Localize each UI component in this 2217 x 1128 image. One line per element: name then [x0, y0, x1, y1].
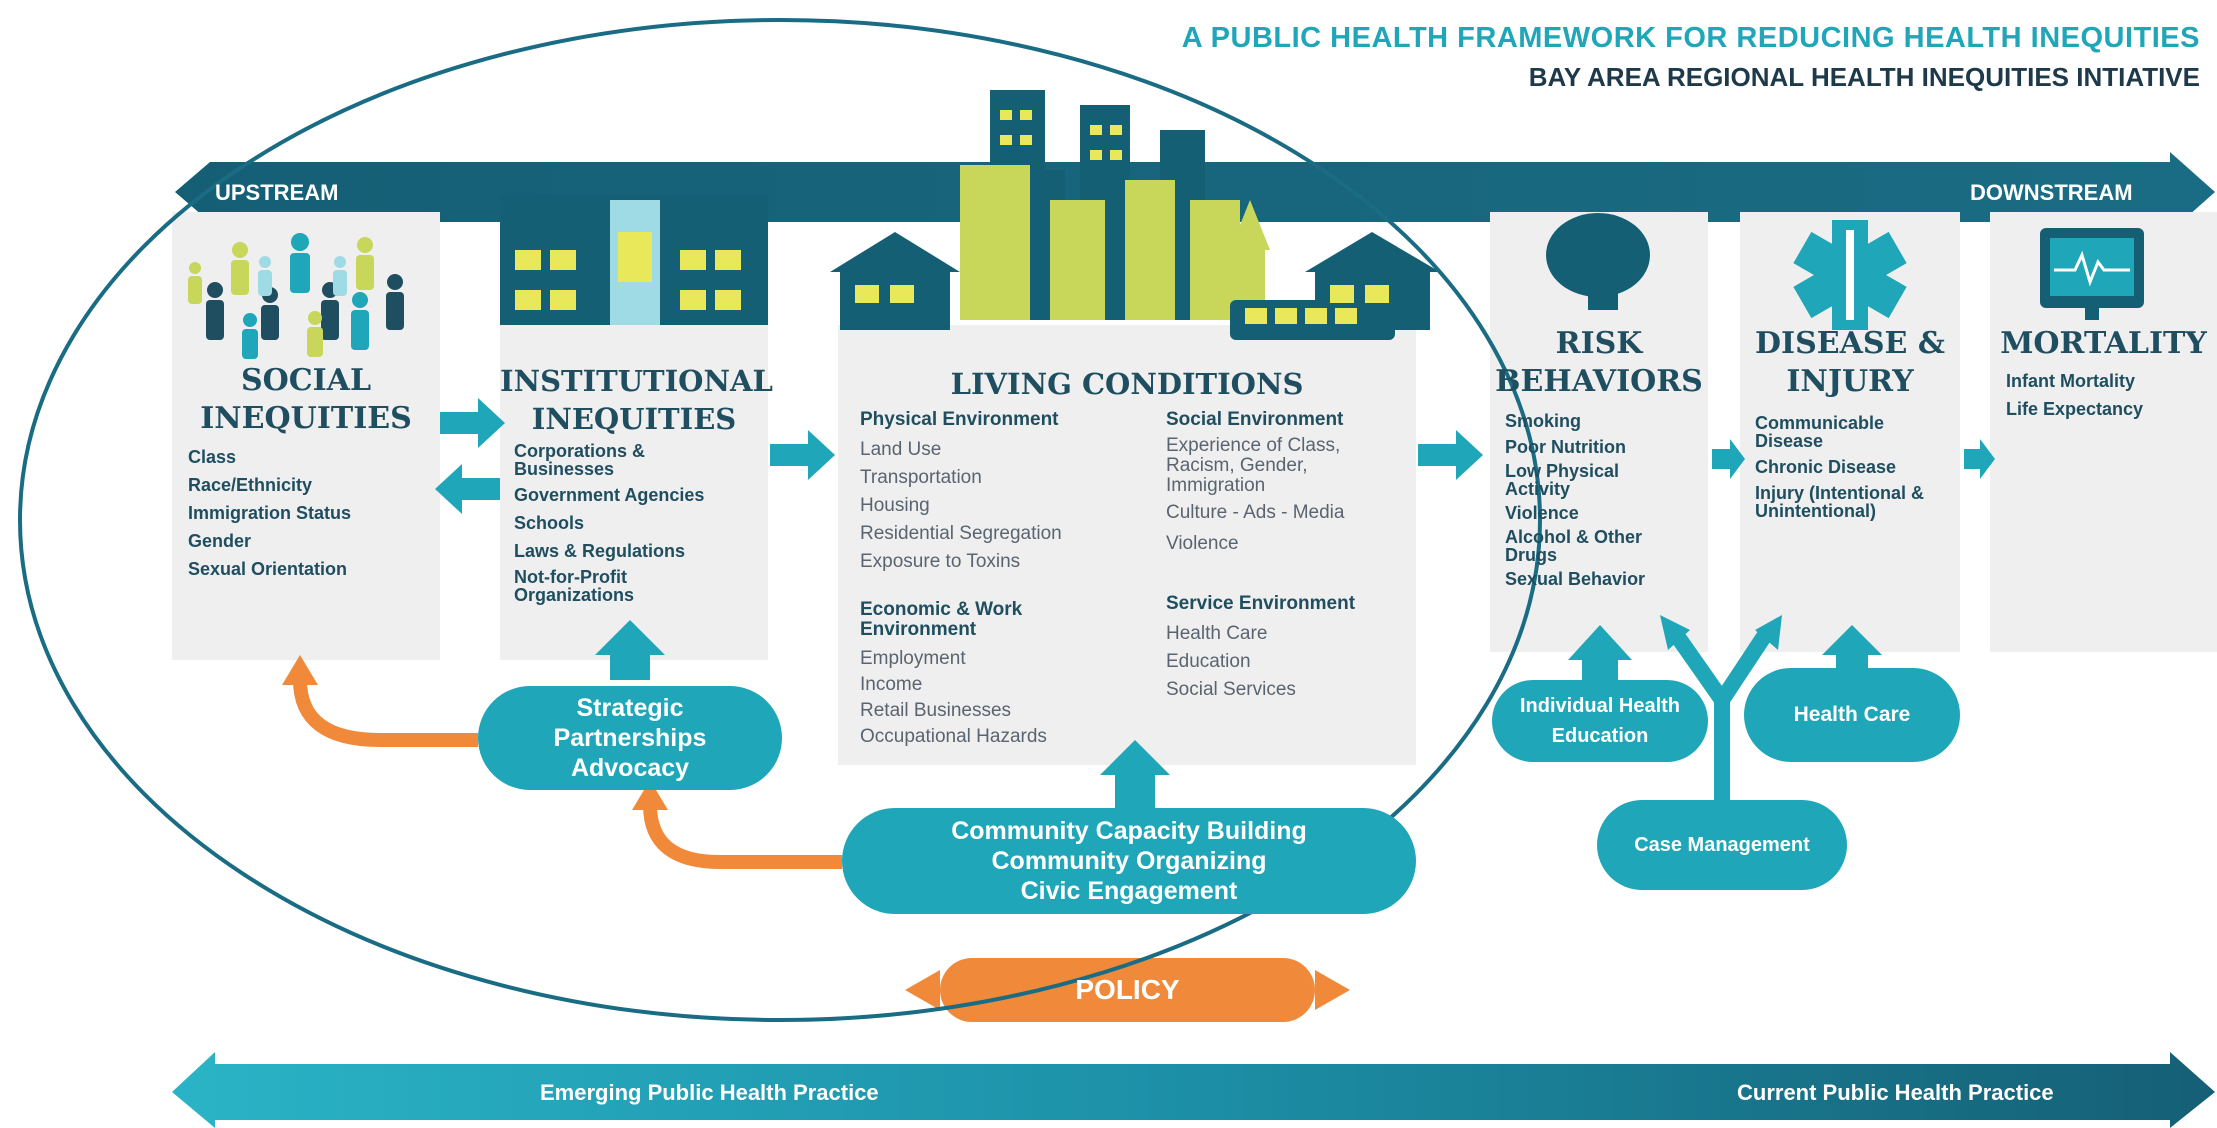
arrow-living-to-risk [1418, 430, 1483, 480]
living-conditions-title: LIVING CONDITIONS [950, 367, 1304, 401]
list-item: Communicable Disease [1755, 413, 1885, 451]
list-item: Health Care [1166, 623, 1268, 644]
economic-environment-section: Economic & Work Environment Employment I… [860, 600, 1100, 750]
list-item: Infant Mortality [2006, 371, 2135, 391]
individual-health-education-pill: Individual Health Education [1492, 680, 1708, 762]
brain-icon [1546, 213, 1650, 310]
list-item: Class [188, 447, 237, 467]
downstream-label: DOWNSTREAM [1970, 180, 2133, 205]
list-item: Income [860, 674, 923, 695]
social-inequities-title: SOCIAL INEQUITIES [200, 363, 412, 436]
arrow-institutional-to-social [435, 464, 500, 514]
mortality-title: MORTALITY [2000, 326, 2207, 361]
list-item: Immigration Status [188, 503, 352, 523]
list-item: Education [1166, 651, 1251, 672]
arrow-community-up [1100, 740, 1170, 810]
list-item: Occupational Hazards [860, 726, 1047, 747]
people-icon [188, 233, 404, 359]
orange-arrow-strategic-to-social [293, 679, 478, 747]
case-management-pill: Case Management [1597, 800, 1847, 890]
living-conditions-card [838, 325, 1416, 765]
list-item: Culture - Ads - Media [1166, 502, 1345, 523]
current-practice-label: Current Public Health Practice [1737, 1080, 2054, 1105]
list-item: Housing [860, 495, 930, 516]
disease-injury-list: Communicable Disease Chronic Disease Inj… [1755, 414, 1955, 526]
list-item: Corporations & Businesses [514, 441, 646, 479]
arrow-institutional-to-living [770, 430, 835, 480]
list-item: Employment [860, 648, 966, 669]
list-item: Experience of Class, Racism, Gender, Imm… [1166, 435, 1341, 496]
framework-title: A PUBLIC HEALTH FRAMEWORK FOR REDUCING H… [1181, 22, 2200, 54]
list-item: Schools [514, 513, 585, 533]
health-care-pill: Health Care [1744, 668, 1960, 762]
heart-monitor-icon [2040, 228, 2144, 320]
physical-environment-section: Physical Environment Land Use Transporta… [860, 410, 1140, 576]
community-capacity-building-pill: Community Capacity Building Community Or… [842, 808, 1416, 914]
social-environment-section: Social Environment Experience of Class, … [1166, 410, 1396, 558]
emerging-practice-label: Emerging Public Health Practice [540, 1080, 879, 1105]
list-item: Alcohol & Other Drugs [1505, 527, 1643, 565]
service-environment-section: Service Environment Health Care Educatio… [1166, 594, 1396, 704]
arrow-social-to-institutional [440, 398, 505, 448]
list-item: Race/Ethnicity [188, 475, 313, 495]
framework-subtitle: BAY AREA REGIONAL HEALTH INEQUITIES INTI… [1528, 62, 2200, 92]
arrow-education-up [1568, 625, 1632, 680]
list-item: Low Physical Activity [1505, 461, 1620, 499]
institutional-inequities-title: INSTITUTIONAL INEQUITIES [500, 364, 773, 436]
list-item: Exposure to Toxins [860, 551, 1021, 572]
list-item: Smoking [1505, 411, 1582, 431]
city-skyline-icon [830, 90, 1440, 340]
upstream-focus-ellipse [18, 18, 1542, 1022]
policy-arrow [905, 958, 1350, 1022]
list-item: Not-for-Profit Organizations [514, 567, 635, 605]
list-item: Poor Nutrition [1505, 437, 1626, 457]
arrow-disease-to-mortality [1964, 439, 1995, 479]
list-item: Sexual Behavior [1505, 569, 1646, 589]
list-item: Sexual Orientation [188, 559, 348, 579]
arrow-healthcare-up [1822, 625, 1882, 668]
building-icon [500, 195, 768, 325]
disease-injury-title: DISEASE & INJURY [1755, 326, 1945, 399]
list-item: Injury (Intentional & Unintentional) [1755, 483, 1924, 521]
policy-label: POLICY [1075, 974, 1180, 1005]
strategic-partnerships-advocacy-pill: Strategic Partnerships Advocacy [478, 686, 782, 790]
practice-spectrum-arrow [172, 1052, 2215, 1128]
list-item: Land Use [860, 439, 942, 460]
list-item: Laws & Regulations [514, 541, 686, 561]
mortality-list: Infant Mortality Life Expectancy [2006, 370, 2206, 426]
case-management-branch [1672, 627, 1773, 808]
list-item: Social Services [1166, 679, 1296, 700]
risk-behaviors-list: Smoking Poor Nutrition Low Physical Acti… [1505, 410, 1705, 596]
list-item: Retail Businesses [860, 700, 1012, 721]
list-item: Government Agencies [514, 485, 705, 505]
arrow-risk-to-disease [1712, 439, 1745, 479]
upstream-label: UPSTREAM [215, 180, 339, 205]
medical-star-icon [1793, 220, 1907, 330]
institutional-inequities-list: Corporations & Businesses Government Age… [514, 442, 760, 610]
list-item: Gender [188, 531, 252, 551]
social-inequities-list: Class Race/Ethnicity Immigration Status … [188, 446, 438, 586]
arrow-strategic-up [595, 620, 665, 680]
list-item: Violence [1505, 503, 1579, 523]
list-item: Violence [1166, 533, 1239, 554]
list-item: Chronic Disease [1755, 457, 1897, 477]
list-item: Transportation [860, 467, 982, 488]
list-item: Life Expectancy [2006, 399, 2144, 419]
risk-behaviors-title: RISK BEHAVIORS [1495, 326, 1703, 399]
orange-arrow-community-to-strategic [643, 804, 842, 869]
list-item: Residential Segregation [860, 523, 1062, 544]
